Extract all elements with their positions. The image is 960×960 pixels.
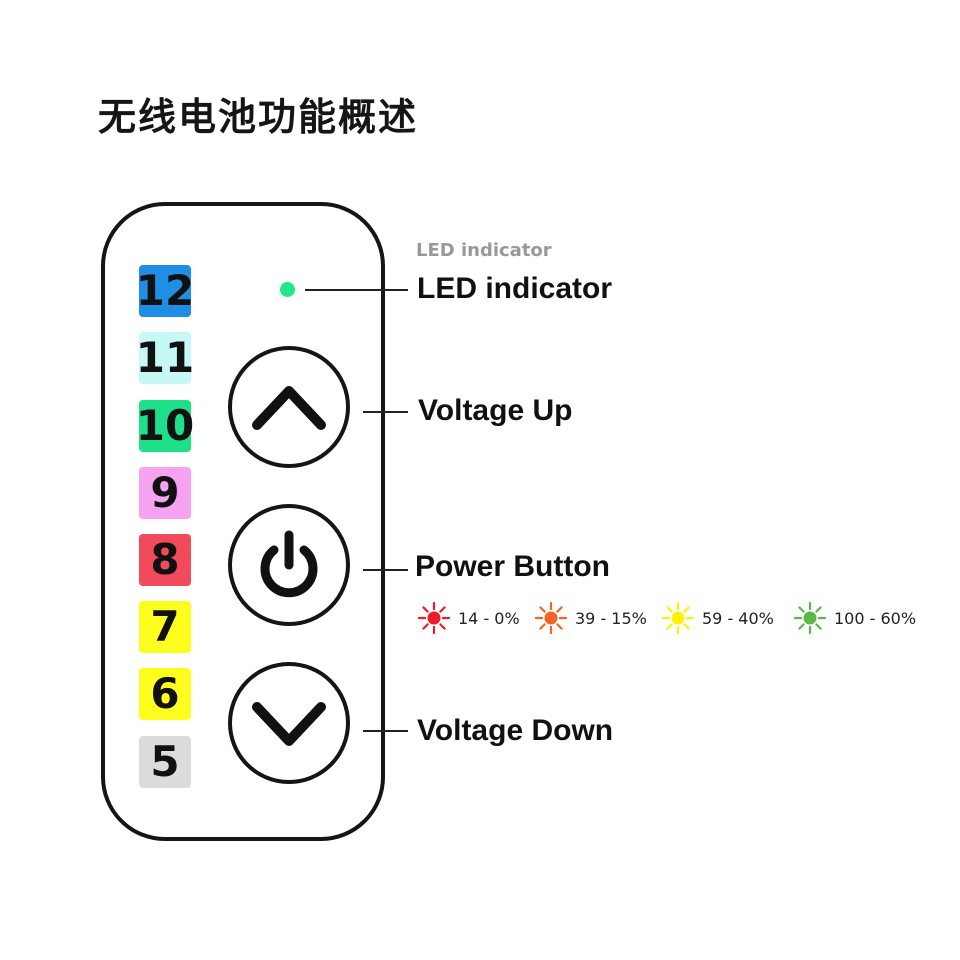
voltage-level-11: 11 bbox=[135, 332, 195, 384]
voltage-up-leader-line bbox=[363, 411, 408, 413]
voltage-level-6: 6 bbox=[139, 668, 191, 720]
chevron-down-icon bbox=[252, 702, 326, 746]
legend-item-medium-low: 39 - 15% bbox=[533, 601, 647, 635]
legend-range: 39 - 15% bbox=[575, 608, 647, 628]
legend-range: 100 - 60% bbox=[834, 608, 917, 628]
sun-icon bbox=[793, 601, 827, 635]
power-leader-line bbox=[363, 569, 408, 571]
legend-item-low: 14 - 0% bbox=[416, 601, 520, 635]
voltage-down-button[interactable] bbox=[228, 662, 350, 784]
power-button[interactable] bbox=[228, 504, 350, 626]
power-icon bbox=[260, 530, 318, 598]
voltage-up-label: Voltage Up bbox=[418, 394, 573, 427]
legend-item-high: 100 - 60% bbox=[792, 601, 916, 635]
sun-icon bbox=[661, 601, 695, 635]
legend-range: 59 - 40% bbox=[702, 608, 774, 628]
sun-icon bbox=[534, 601, 568, 635]
voltage-level-7: 7 bbox=[139, 601, 191, 653]
voltage-level-9: 9 bbox=[139, 467, 191, 519]
power-button-label: Power Button bbox=[415, 550, 610, 583]
voltage-level-8: 8 bbox=[139, 534, 191, 586]
voltage-level-10: 10 bbox=[135, 400, 195, 452]
led-indicator-dot bbox=[280, 282, 295, 297]
chevron-up-icon bbox=[252, 386, 326, 430]
led-caption: LED indicator bbox=[416, 240, 552, 261]
voltage-level-12: 12 bbox=[135, 265, 195, 317]
led-indicator-label: LED indicator bbox=[417, 272, 613, 305]
legend-range: 14 - 0% bbox=[458, 608, 520, 628]
legend-item-medium-high: 59 - 40% bbox=[660, 601, 774, 635]
voltage-level-5: 5 bbox=[139, 736, 191, 788]
voltage-down-leader-line bbox=[363, 730, 408, 732]
voltage-down-label: Voltage Down bbox=[417, 714, 614, 747]
voltage-up-button[interactable] bbox=[228, 346, 350, 468]
sun-icon bbox=[417, 601, 451, 635]
page-title: 无线电池功能概述 bbox=[98, 95, 419, 139]
led-leader-line bbox=[305, 289, 408, 291]
